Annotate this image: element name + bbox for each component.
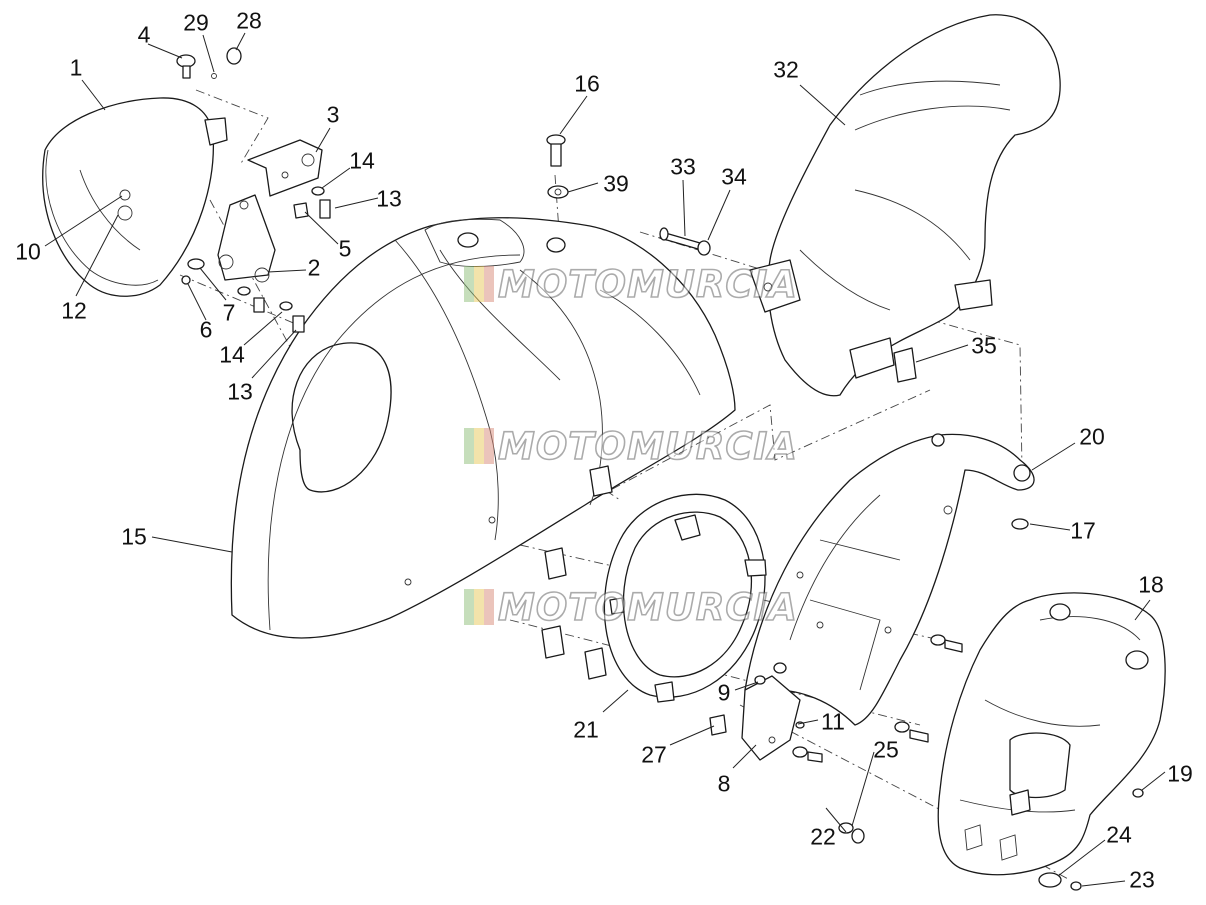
callout-22: 22	[810, 823, 836, 850]
callout-35: 35	[971, 332, 997, 359]
callout-28: 28	[236, 7, 262, 34]
callout-17: 17	[1070, 517, 1096, 544]
watermark: MOTOMURCIA	[464, 424, 798, 468]
fender-clips	[541, 465, 727, 736]
flag-stripe-red	[484, 428, 494, 464]
callout-29: 29	[183, 9, 209, 36]
front-fender	[230, 217, 736, 639]
callout-23: 23	[1129, 866, 1155, 893]
watermark-text: MOTOMURCIA	[497, 424, 798, 469]
callout-4: 4	[137, 21, 151, 48]
callout-24: 24	[1106, 821, 1132, 848]
callout-32: 32	[773, 56, 799, 83]
callout-33: 33	[670, 153, 696, 180]
callout-13: 13	[227, 378, 253, 405]
flag-stripe-green	[464, 589, 474, 625]
callout-25: 25	[873, 736, 899, 763]
mounting-brackets	[217, 139, 323, 283]
leader-lines	[44, 32, 1166, 887]
callout-12: 12	[61, 297, 87, 324]
headlight-ring	[603, 493, 767, 703]
callout-6: 6	[199, 316, 213, 343]
watermark-text: MOTOMURCIA	[497, 262, 798, 307]
flag-stripe-yellow	[474, 589, 484, 625]
watermark: MOTOMURCIA	[464, 262, 798, 306]
headlight-housing	[42, 97, 228, 297]
top-screw-and-washer	[546, 134, 569, 199]
callout-21: 21	[573, 716, 599, 743]
flag-stripe-green	[464, 428, 474, 464]
callout-14: 14	[349, 147, 375, 174]
flag-stripe-yellow	[474, 428, 484, 464]
hugger-bolt	[659, 227, 711, 256]
callout-10: 10	[15, 238, 41, 265]
callout-20: 20	[1079, 423, 1105, 450]
callout-5: 5	[338, 235, 352, 262]
flag-stripe-yellow	[474, 266, 484, 302]
callout-39: 39	[603, 170, 629, 197]
watermark-flag	[464, 589, 494, 625]
callout-8: 8	[717, 770, 731, 797]
callout-18: 18	[1138, 571, 1164, 598]
splash-guard	[937, 592, 1166, 891]
watermark-flag	[464, 428, 494, 464]
callout-7: 7	[222, 299, 236, 326]
lower-bracket	[741, 634, 963, 844]
watermark-flag	[464, 266, 494, 302]
watermark: MOTOMURCIA	[464, 585, 798, 629]
callout-19: 19	[1167, 760, 1193, 787]
callout-13: 13	[376, 185, 402, 212]
fender-subframe	[744, 433, 1035, 726]
callout-1: 1	[69, 54, 83, 81]
rear-hugger	[749, 14, 1061, 397]
callout-2: 2	[307, 254, 321, 281]
callout-27: 27	[641, 741, 667, 768]
callout-14: 14	[219, 341, 245, 368]
callout-9: 9	[717, 679, 731, 706]
callout-16: 16	[574, 70, 600, 97]
callout-34: 34	[721, 163, 747, 190]
flag-stripe-red	[484, 266, 494, 302]
callout-15: 15	[121, 523, 147, 550]
flag-stripe-red	[484, 589, 494, 625]
callout-11: 11	[821, 708, 845, 735]
flag-stripe-green	[464, 266, 474, 302]
callout-3: 3	[326, 101, 340, 128]
watermark-text: MOTOMURCIA	[497, 585, 798, 630]
